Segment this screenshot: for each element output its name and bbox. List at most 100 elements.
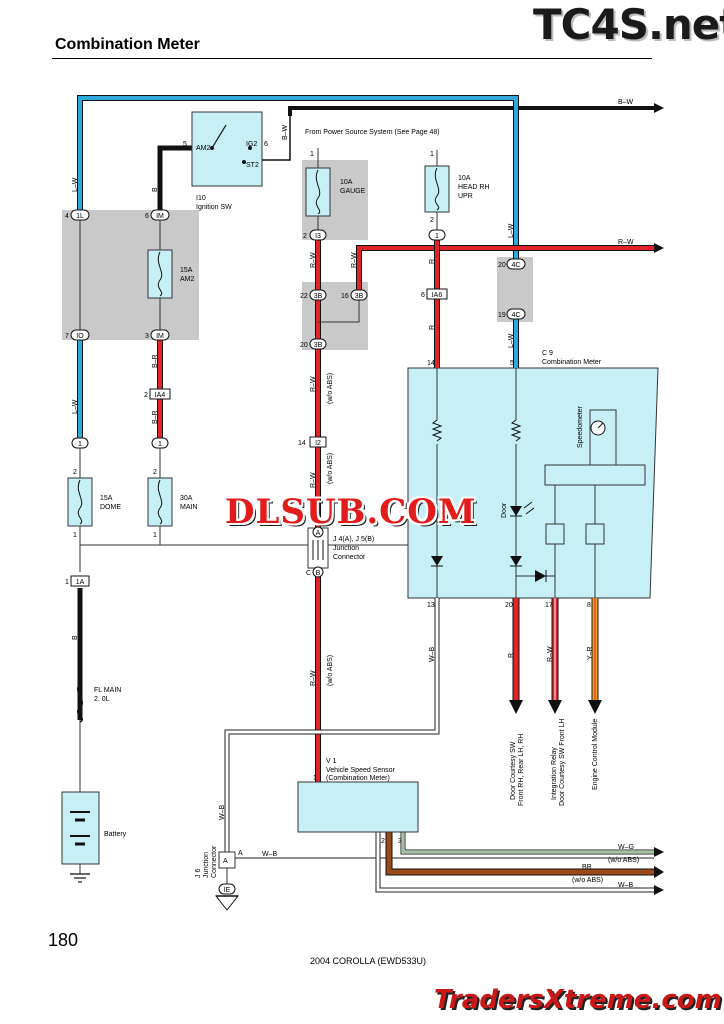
wire-b-ignition [157, 145, 192, 212]
label-power-source: From Power Source System (See Page 48) [305, 129, 440, 136]
ignition-st2-label: ST2 [246, 162, 259, 169]
svg-text:B: B [316, 570, 321, 577]
ignition-id: I10 [196, 195, 206, 202]
label-bw-top: B–W [618, 99, 634, 106]
pin-19-4c: 19 [498, 312, 506, 319]
fuse-dome-rating: 15A [100, 495, 113, 502]
wire-br-brown-color [386, 832, 654, 875]
label-br2: B–R [152, 410, 159, 424]
svg-text:IA4: IA4 [155, 392, 166, 399]
connector-1m-bottom: IM [150, 329, 170, 341]
resistor-right [510, 419, 522, 442]
pin-4: 4 [65, 213, 69, 220]
ignition-ig2-label: IG2 [246, 141, 257, 148]
led-ray-1 [523, 501, 533, 509]
junction-name-2: Connector [333, 554, 366, 561]
watermark-tradersxtreme: TradersXtreme.com [434, 985, 722, 1015]
pin-14-c9: 14 [427, 360, 435, 367]
connector-3b-right: 3B [350, 289, 368, 301]
wire-lw-loop-color [78, 96, 518, 262]
pin-6: 6 [145, 213, 149, 220]
label-rw3: R–W [547, 646, 554, 662]
label-bw-ign: B–W [282, 124, 289, 140]
svg-text:3B: 3B [355, 293, 364, 300]
wire-wg-color [401, 832, 654, 854]
label-wo-abs2: (w/o ABS) [327, 453, 334, 484]
label-lw4: L–W [508, 333, 515, 348]
fuse-gauge-rating: 10A [340, 179, 353, 186]
svg-text:4C: 4C [512, 312, 521, 319]
diode-right [510, 556, 522, 566]
fuse-gauge-name: GAUGE [340, 188, 366, 195]
fuse-main-name: MAIN [180, 504, 198, 511]
ignition-am2-label: AM2 [196, 145, 211, 152]
connector-1-dome: 1 [71, 437, 89, 449]
resistor-left [431, 419, 443, 442]
pin-8: 8 [587, 602, 591, 609]
connector-j6-pin-a: A [238, 850, 243, 857]
arrow-br [654, 866, 664, 878]
pin-1-vss: 1 [313, 775, 317, 782]
pin-22: 22 [300, 293, 308, 300]
speedometer-label: Speedometer [577, 405, 584, 448]
fuse-head-name: HEAD RH [458, 184, 490, 191]
ignition-contact [211, 124, 227, 149]
speedometer-needle [597, 422, 604, 429]
pin-2-vss: 2 [381, 838, 385, 845]
pin-1-1a: 1 [65, 579, 69, 586]
pin-1-dome: 1 [73, 532, 77, 539]
ignition-terminal-st2 [242, 160, 246, 164]
arrow-relay [548, 700, 562, 714]
fuse-head-rating: 10A [458, 175, 471, 182]
led-ray-2 [525, 507, 535, 515]
svg-text:IO: IO [76, 333, 84, 340]
wire-wb-ground-color [225, 598, 439, 852]
svg-text:1: 1 [158, 441, 162, 448]
vss-sub: (Combination Meter) [326, 775, 390, 782]
arrow-bw-top [654, 103, 664, 113]
connector-i3: I3 [309, 229, 327, 241]
fuse-dome [67, 477, 93, 527]
j6-id: J 6 [195, 869, 202, 878]
combination-meter-body [407, 367, 659, 599]
label-lw3: L–W [508, 223, 515, 238]
dest-ecm: Engine Control Module [592, 719, 599, 790]
diode-horizontal [535, 570, 546, 582]
fusible-link-fl-main [77, 683, 83, 723]
svg-text:I3: I3 [315, 233, 321, 240]
battery [61, 791, 100, 865]
connector-ie: IE [218, 883, 236, 895]
meter-id: C 9 [542, 350, 553, 357]
wire-3b-bridge [318, 300, 360, 323]
connector-3b-left: 3B [309, 289, 327, 301]
connector-j-a: A [312, 526, 324, 538]
battery-label: Battery [104, 831, 127, 838]
fuse-main-element [157, 479, 163, 525]
vss-id: V 1 [326, 758, 337, 765]
fl-main-name: FL MAIN [94, 687, 121, 694]
connector-i2: I2 [309, 436, 327, 448]
label-b1: B [152, 187, 159, 192]
junction-id: J 4(A), J 5(B) [333, 536, 374, 543]
vss-name: Vehicle Speed Sensor [326, 767, 396, 774]
junction-block-left [62, 210, 199, 340]
label-wg: W–G [618, 844, 634, 851]
label-r2: R [429, 325, 436, 330]
wire-bw-top [288, 106, 654, 116]
connector-j6-a: A [223, 858, 228, 865]
svg-text:IM: IM [156, 333, 164, 340]
ignition-terminal-ig2 [248, 146, 252, 150]
wire-bw-top-left [262, 116, 291, 161]
pin-2-gauge: 2 [303, 233, 307, 240]
label-wb4: W–B [618, 882, 634, 889]
svg-text:IA6: IA6 [432, 292, 443, 299]
label-wb3: W–B [262, 851, 278, 858]
label-b2: B [72, 635, 79, 640]
pin-3-vss: 3 [398, 838, 402, 845]
label-wb2: W–B [219, 805, 226, 821]
fuse-am2 [147, 249, 173, 299]
connector-1m-top: IM [150, 209, 170, 221]
pin-6-ign: 6 [264, 141, 268, 148]
label-r3: R [508, 653, 515, 658]
